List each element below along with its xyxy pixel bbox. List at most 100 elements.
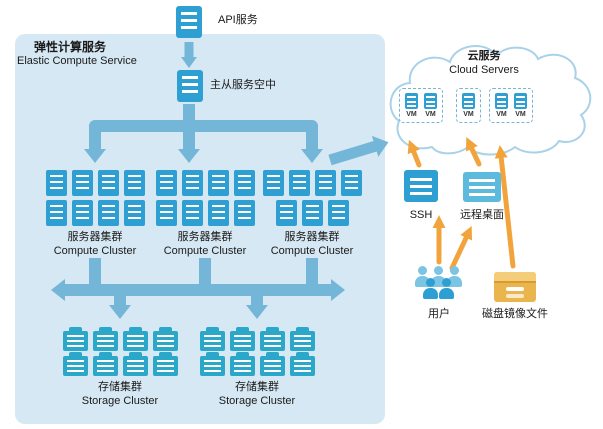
storage-icon [152,352,178,376]
server-icon [340,170,362,196]
ssh-label: SSH [409,209,433,221]
server-grid [245,170,379,226]
vm-unit: VM [424,93,437,118]
vm-server-icon [424,93,437,109]
server-icon [301,200,323,226]
ssh-icon [404,170,438,202]
person-icon [415,266,430,288]
users-label: 用户 [428,308,450,320]
storage-grid [192,327,322,376]
storage-label-en: Storage Cluster [218,394,296,407]
cluster-label-en: Compute Cluster [270,244,354,257]
arrow-ssh-to-cloud [407,139,422,168]
server-icon [71,170,93,196]
storage-icon [229,327,255,351]
disk-image-label: 磁盘镜像文件 [482,308,548,320]
storage-icon [289,352,315,376]
vm-server-icon [514,93,527,109]
vm-group-3: VM VM [489,88,533,123]
server-icon [262,170,284,196]
storage-icon [199,352,225,376]
server-icon [275,200,297,226]
vm-label: VM [496,111,507,118]
storage-label-zh: 存储集群 [98,381,142,393]
arrow-users-to-remote-desktop [449,226,473,271]
storage-icon [152,327,178,351]
vm-unit: VM [514,93,527,118]
server-icon [155,170,177,196]
storage-icon [289,327,315,351]
vm-unit: VM [405,93,418,118]
storage-cluster-1: 存储集群 Storage Cluster [55,326,185,409]
server-grid [138,170,272,226]
person-icon [439,278,454,300]
storage-icon [62,327,88,351]
server-icon [233,200,255,226]
server-icon [181,170,203,196]
master-label: 主从服务空中 [210,79,276,91]
storage-icon [122,352,148,376]
server-grid [28,170,162,226]
arrow-remote-desktop-to-cloud [465,137,482,167]
server-icon [71,200,93,226]
storage-icon [62,352,88,376]
vm-server-icon [495,93,508,109]
vm-group-2: VM [456,88,481,123]
server-icon [327,200,349,226]
storage-label-en: Storage Cluster [81,394,159,407]
server-icon [155,200,177,226]
ecs-title-zh: 弹性计算服务 [34,40,107,54]
vm-server-icon [462,93,475,109]
server-icon [45,170,67,196]
disk-image-icon [494,272,536,302]
storage-icon [259,327,285,351]
vm-server-icon [405,93,418,109]
server-icon [97,170,119,196]
ecs-title-en: Elastic Compute Service [17,55,137,67]
cluster-label-en: Compute Cluster [53,244,137,257]
compute-cluster-1: 服务器集群 Compute Cluster [28,170,162,259]
person-icon [447,266,462,288]
server-icon [45,200,67,226]
users-icon [415,266,463,304]
compute-cluster-3: 服务器集群 Compute Cluster [245,170,379,259]
cloud-title-en: Cloud Servers [449,64,519,76]
storage-cluster-2: 存储集群 Storage Cluster [192,326,322,409]
remote-desktop-icon [463,172,501,202]
vm-label: VM [515,111,526,118]
master-server-icon [177,70,203,102]
server-icon [97,200,119,226]
api-server-icon [176,6,202,38]
person-icon [431,266,446,288]
server-icon [207,170,229,196]
vm-unit: VM [462,93,475,118]
vm-label: VM [463,111,474,118]
vm-group-1: VM VM [399,88,443,123]
cluster-label-zh: 服务器集群 [177,231,233,243]
cluster-label-zh: 服务器集群 [67,231,123,243]
server-icon [314,170,336,196]
server-icon [288,170,310,196]
server-icon [181,200,203,226]
server-icon [123,200,145,226]
remote-desktop-label: 远程桌面 [460,209,504,221]
cloud-title-zh: 云服务 [467,50,501,62]
api-label: API服务 [218,14,258,26]
person-icon [423,278,438,300]
cluster-label-en: Compute Cluster [163,244,247,257]
storage-grid [55,327,185,376]
server-icon [123,170,145,196]
storage-icon [199,327,225,351]
storage-icon [92,327,118,351]
storage-icon [229,352,255,376]
storage-icon [259,352,285,376]
server-icon [207,200,229,226]
cluster-label-zh: 服务器集群 [284,231,340,243]
vm-label: VM [425,111,436,118]
storage-label-zh: 存储集群 [235,381,279,393]
compute-cluster-2: 服务器集群 Compute Cluster [138,170,272,259]
server-icon [233,170,255,196]
storage-icon [122,327,148,351]
storage-icon [92,352,118,376]
